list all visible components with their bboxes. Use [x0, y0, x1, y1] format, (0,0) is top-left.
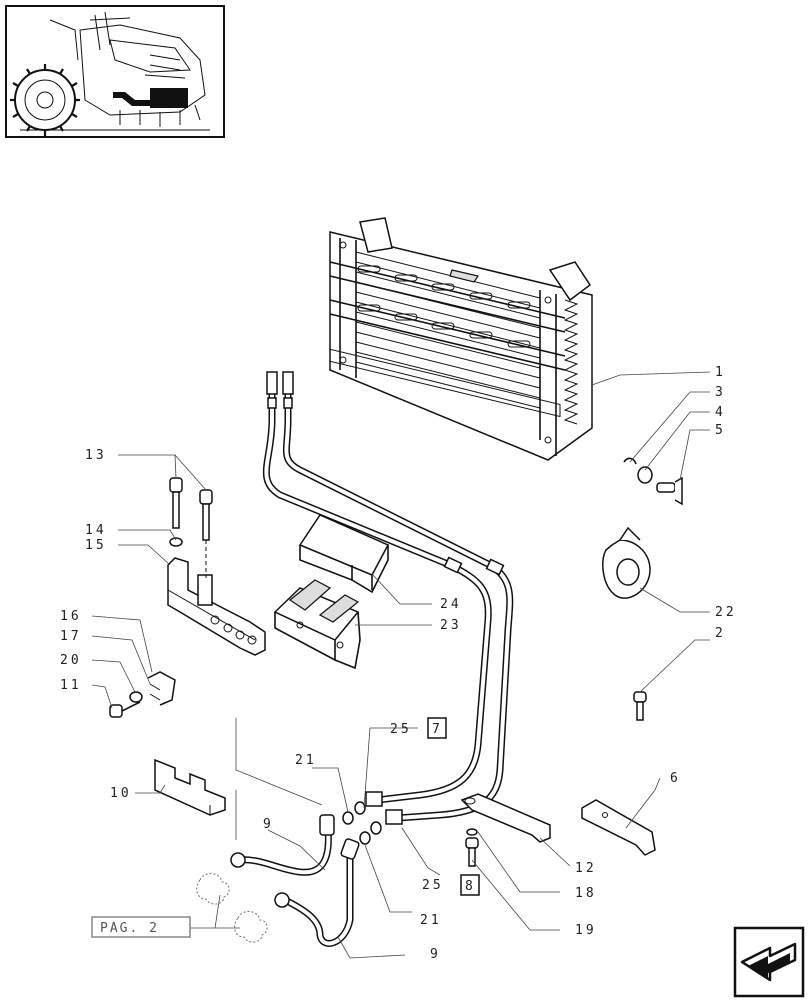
page-ref-box[interactable] [91, 916, 191, 938]
leader-lines [91, 371, 711, 959]
bracket-23 [273, 579, 361, 670]
bracket-6 [581, 799, 656, 856]
tractor-thumbnail-icon[interactable] [5, 5, 225, 138]
label-18: 18 [575, 886, 597, 901]
ref-box-8 [460, 874, 480, 896]
label-8: 8 [465, 879, 476, 894]
label-3: 3 [715, 385, 726, 400]
label-11: 11 [60, 678, 82, 693]
label-17: 17 [60, 629, 82, 644]
page-ref-label[interactable]: PAG. 2 [100, 921, 159, 936]
manifold-block [167, 557, 266, 656]
label-1: 1 [715, 365, 726, 380]
ghost-connector-right [234, 911, 268, 943]
label-23: 23 [440, 618, 462, 633]
grommet-22 [602, 526, 651, 599]
label-25-top: 25 [390, 722, 412, 737]
label-13: 13 [85, 448, 107, 463]
oil-cooler [329, 217, 593, 461]
bolt-19 [465, 837, 479, 867]
label-19: 19 [575, 923, 597, 938]
clamp-group [109, 671, 176, 718]
cap-3-4-5 [623, 457, 683, 506]
label-5: 5 [715, 423, 726, 438]
fittings-9 [230, 814, 360, 947]
label-10: 10 [110, 786, 132, 801]
label-21-top: 21 [295, 753, 317, 768]
label-22: 22 [715, 605, 737, 620]
bracket-10 [154, 758, 226, 816]
washer-18 [466, 828, 478, 836]
o-rings-21 [342, 801, 382, 845]
label-12: 12 [575, 861, 597, 876]
bolt-13-right [199, 489, 213, 578]
label-9-top: 9 [263, 817, 274, 832]
label-6: 6 [670, 771, 681, 786]
label-24: 24 [440, 597, 462, 612]
label-14: 14 [85, 523, 107, 538]
back-arrow-icon[interactable] [733, 926, 805, 998]
ref-box-7 [427, 717, 447, 739]
bracket-12 [460, 793, 551, 843]
label-20: 20 [60, 653, 82, 668]
screw-2 [633, 691, 647, 721]
label-2: 2 [715, 626, 726, 641]
label-21-bottom: 21 [420, 913, 442, 928]
bracket-24 [298, 514, 390, 594]
label-4: 4 [715, 405, 726, 420]
label-9-bottom: 9 [430, 947, 441, 962]
label-7: 7 [432, 722, 443, 737]
label-16: 16 [60, 609, 82, 624]
label-25-bottom: 25 [422, 878, 444, 893]
washer-14 [169, 537, 183, 547]
bolt-13-left [169, 477, 183, 529]
label-15: 15 [85, 538, 107, 553]
ghost-connector-left [196, 873, 230, 905]
